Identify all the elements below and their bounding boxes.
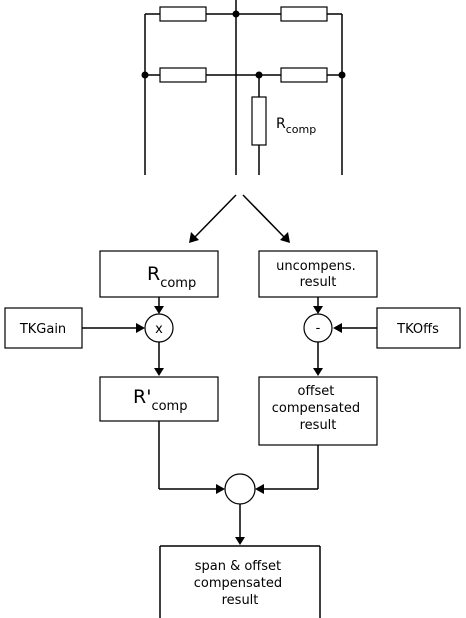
arrowhead — [313, 306, 323, 314]
rcomp-block-label: Rcomp — [147, 263, 196, 291]
arrowhead — [154, 306, 164, 314]
final-result-label: span & offset compensated result — [194, 559, 286, 608]
uncompensated-result-label: uncompens. result — [276, 259, 360, 290]
bridge-resistor-top-right — [280, 6, 328, 22]
offset-compensated-label: offset compensated result — [272, 384, 364, 433]
tkoffs-block — [376, 307, 461, 349]
final-result-block — [159, 545, 321, 618]
arrowhead — [280, 232, 290, 243]
arrowhead — [216, 484, 225, 494]
uncompensated-result-block — [258, 250, 378, 298]
rcomp-prime-label: R'comp — [133, 386, 187, 414]
bridge-resistor-mid-left — [159, 67, 207, 83]
arrowhead — [313, 368, 323, 376]
combine-operator — [224, 473, 256, 505]
rcomp-block — [99, 250, 219, 298]
junction-node — [255, 71, 263, 79]
junction-node — [232, 10, 240, 18]
comp-resistor-label: Rcomp — [276, 116, 316, 136]
bridge-resistor-top-left — [159, 6, 207, 22]
offset-compensated-block — [258, 376, 378, 446]
compensation-resistor — [251, 96, 267, 146]
multiply-operator-symbol: x — [155, 322, 163, 337]
bridge-circuit: Rcomp — [141, 0, 346, 175]
tkoffs-label: TKOffs — [396, 322, 439, 337]
arrowhead — [154, 368, 164, 376]
junction-node — [141, 71, 149, 79]
junction-node — [338, 71, 346, 79]
subtract-operator-symbol: - — [316, 321, 321, 336]
arrowhead — [235, 537, 245, 545]
split-arrows — [189, 194, 290, 243]
arrowhead — [189, 232, 199, 243]
arrowhead — [255, 484, 264, 494]
tkgain-label: TKGain — [19, 322, 66, 337]
arrowhead — [333, 323, 342, 333]
rcomp-prime-block — [99, 376, 219, 422]
arrowhead — [136, 323, 145, 333]
bridge-resistor-mid-right — [280, 67, 328, 83]
